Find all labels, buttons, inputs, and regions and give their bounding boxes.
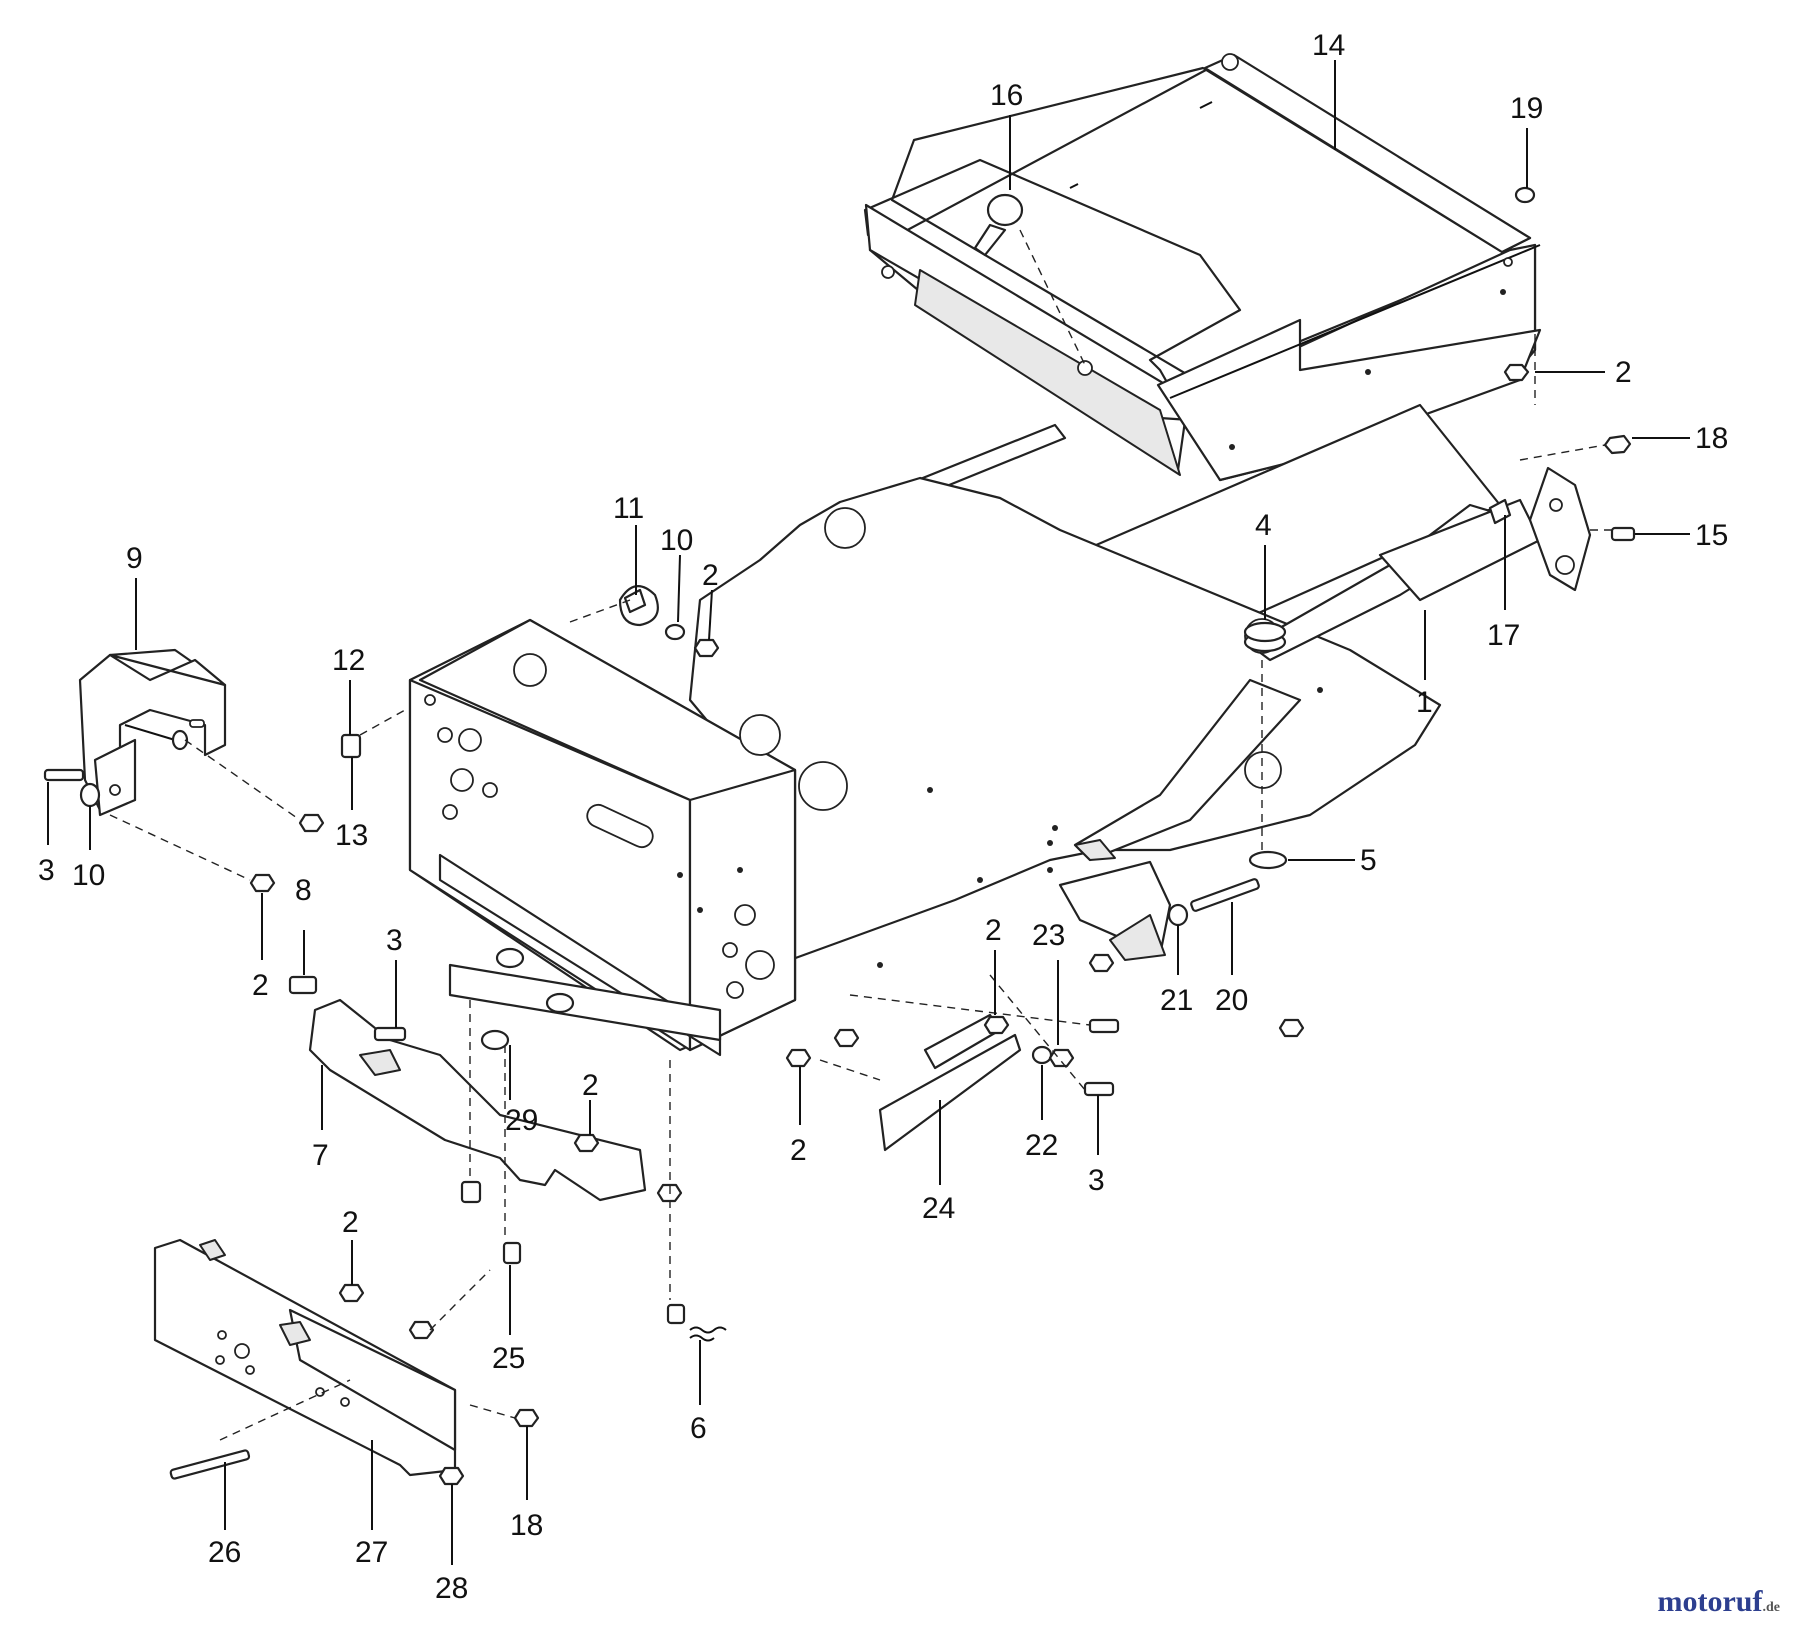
callout-2: 2 [985,914,1002,947]
callout-3: 3 [38,854,55,887]
callout-1: 1 [1416,686,1433,719]
callout-16: 16 [990,79,1023,112]
brand-watermark: motoruf.de [1658,1585,1780,1619]
callout-29: 29 [505,1104,538,1137]
callout-17: 17 [1487,619,1520,652]
callout-2: 2 [702,559,719,592]
callout-10: 10 [72,859,105,892]
callout-6: 6 [690,1412,707,1445]
assembly-dashed-lines [109,229,1612,1441]
callout-28: 28 [435,1572,468,1605]
brand-tld: .de [1762,1600,1781,1615]
callout-10: 10 [660,524,693,557]
part-14-top-cover [863,53,1542,482]
part-1-main-frame [408,403,1592,1057]
callout-20: 20 [1215,984,1248,1017]
callout-19: 19 [1510,92,1543,125]
part-7-long-bracket [308,998,647,1202]
part-27-bottom-bracket [153,1238,457,1477]
callout-25: 25 [492,1342,525,1375]
callout-2: 2 [342,1206,359,1239]
callout-2: 2 [252,969,269,1002]
callout-15: 15 [1695,519,1728,552]
callout-27: 27 [355,1536,388,1569]
callout-21: 21 [1160,984,1193,1017]
callout-12: 12 [332,644,365,677]
callout-4: 4 [1255,509,1272,542]
part-9-bracket [78,648,227,817]
callout-2: 2 [1615,356,1632,389]
callout-3: 3 [1088,1164,1105,1197]
callout-24: 24 [922,1192,955,1225]
callout-labels: 14 16 19 2 18 15 17 1 4 5 20 21 23 2 22 … [38,29,1728,1605]
callout-13: 13 [335,819,368,852]
callout-18: 18 [510,1509,543,1542]
part-24-plate [878,1013,1022,1152]
callout-14: 14 [1312,29,1345,62]
callout-2: 2 [582,1069,599,1102]
callout-7: 7 [312,1139,329,1172]
callout-9: 9 [126,542,143,575]
callout-3: 3 [386,924,403,957]
brand-name: motoruf [1657,1585,1763,1618]
leader-lines [47,60,1690,1565]
callout-26: 26 [208,1536,241,1569]
callout-2: 2 [790,1134,807,1167]
callout-22: 22 [1025,1129,1058,1162]
callout-5: 5 [1360,844,1377,877]
callout-23: 23 [1032,919,1065,952]
callout-18: 18 [1695,422,1728,455]
callout-8: 8 [295,874,312,907]
callout-11: 11 [613,492,644,525]
